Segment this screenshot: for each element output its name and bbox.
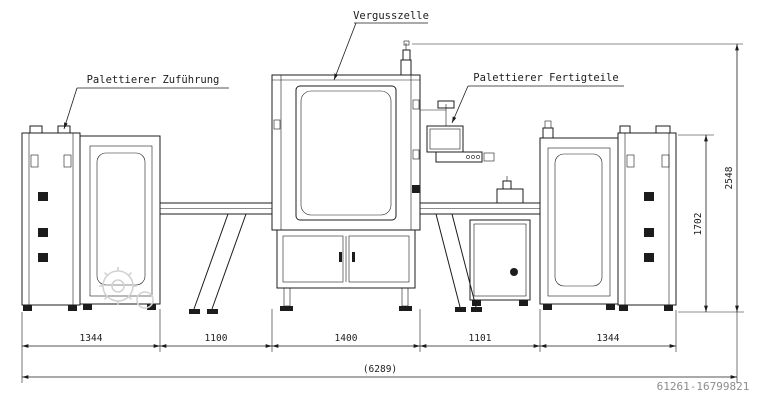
knob (466, 155, 470, 159)
drive-block (38, 228, 48, 237)
knob (471, 155, 475, 159)
dimension-annotations: 1344 1100 1400 1101 1344 (6289) 1702 254… (21, 43, 744, 383)
top-unit (619, 125, 631, 134)
drive-block (644, 228, 654, 237)
top-unit (29, 125, 43, 134)
knob (510, 268, 518, 276)
foot (280, 306, 293, 311)
drive-block (644, 253, 654, 262)
vergusszelle-label: Vergusszelle (353, 10, 429, 22)
leg (401, 287, 409, 307)
vergusszelle-leader (333, 22, 357, 81)
infeed-palletizer-cabinet (21, 125, 81, 311)
foot (23, 305, 32, 311)
door-panel (547, 147, 611, 297)
infeed-palletizer-door-unit (79, 135, 161, 310)
support-leg (435, 213, 461, 308)
control-cabinet (469, 219, 531, 306)
stack-light (400, 59, 412, 76)
side-box (412, 185, 420, 193)
dim-total-label: (6289) (363, 364, 397, 375)
dim-label: 1344 (80, 333, 103, 344)
foot (68, 305, 77, 311)
foot (471, 307, 482, 312)
console (435, 151, 483, 163)
cell-window-frame (295, 85, 397, 221)
door-panel (89, 145, 153, 297)
support-leg (451, 213, 477, 308)
door-window (554, 153, 603, 287)
drive-block (38, 253, 48, 262)
beacon (502, 180, 512, 190)
foot (472, 300, 481, 306)
foot (83, 304, 92, 310)
callouts: Vergusszelle Palettierer Zuführung Palet… (63, 10, 624, 130)
outfeed-palletizer-label: Palettierer Fertigteile (473, 72, 618, 84)
cell-window (300, 90, 392, 216)
monitor-screen (429, 128, 461, 150)
foot (519, 300, 528, 306)
cabinet-door (473, 223, 527, 297)
outfeed-conveyor (420, 176, 540, 312)
dim-1702-label: 1702 (693, 213, 704, 236)
infeed-palletizer-label: Palettierer Zuführung (87, 74, 220, 86)
beacon (542, 127, 554, 139)
top-unit (655, 125, 671, 134)
drive-block (38, 192, 48, 201)
foot (619, 305, 628, 311)
support-leg (211, 213, 247, 310)
listing-id-watermark: 61261-16799821 (657, 380, 750, 393)
monitor (426, 125, 464, 153)
operator-panel-arm (420, 100, 495, 163)
door-handle (339, 252, 342, 262)
stack-light (402, 49, 411, 61)
foot (207, 309, 218, 314)
outfeed-palletizer-cabinet (617, 125, 677, 311)
base-door (282, 235, 344, 283)
foot (664, 305, 673, 311)
foot (147, 304, 156, 310)
conveyor-box (496, 188, 524, 204)
foot (189, 309, 200, 314)
base-door (348, 235, 410, 283)
outfeed-label-leader (451, 85, 469, 124)
dim-label: 1344 (597, 333, 620, 344)
leg (283, 287, 291, 307)
dim-label: 1101 (469, 333, 492, 344)
foot (399, 306, 412, 311)
base-cabinet (276, 229, 416, 289)
foot (606, 304, 615, 310)
foot (543, 304, 552, 310)
dim-label: 1100 (205, 333, 228, 344)
support-leg (193, 213, 229, 310)
infeed-conveyor (160, 202, 272, 314)
gear-watermark-icon (99, 267, 154, 309)
door-handle (352, 252, 355, 262)
top-unit (57, 125, 71, 134)
dim-label: 1400 (335, 333, 358, 344)
vergusszelle-cell (271, 40, 421, 311)
foot (455, 307, 466, 312)
infeed-label-leader (63, 87, 78, 130)
dim-2548-label: 2548 (724, 166, 735, 189)
knob (476, 155, 480, 159)
drive-block (644, 192, 654, 201)
door-window (96, 152, 146, 286)
outfeed-palletizer-door-unit (539, 120, 619, 310)
